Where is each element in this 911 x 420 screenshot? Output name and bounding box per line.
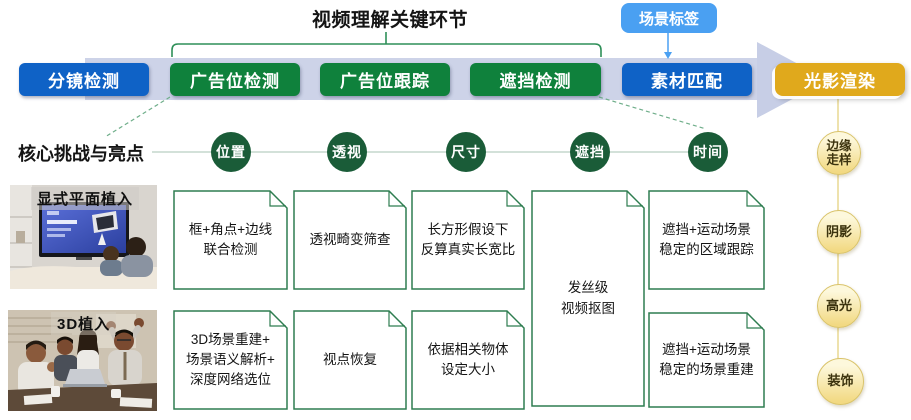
aspect-highlight-circle: 高光 <box>817 284 861 328</box>
folded-corner-shape <box>173 310 288 410</box>
cell-3d-size: 依据相关物体 设定大小 <box>411 310 525 410</box>
cell-planar-perspective: 透视畸变筛查 <box>293 190 407 290</box>
folded-corner-shape <box>411 310 525 410</box>
cell-planar-time: 遮挡+运动场景 稳定的区域跟踪 <box>648 190 765 290</box>
stage-occlusion-detection: 遮挡检测 <box>470 63 601 96</box>
cell-3d-perspective: 视点恢复 <box>293 310 407 410</box>
stage-adslot-detection: 广告位检测 <box>170 63 300 96</box>
stage-shot-detection: 分镜检测 <box>19 63 149 96</box>
aspect-edge-aliasing-circle: 边缘 走样 <box>817 131 861 175</box>
folded-corner-shape <box>411 190 525 290</box>
dashed-line-detection-to-challenges <box>104 96 171 138</box>
cell-3d-position: 3D场景重建+ 场景语义解析+ 深度网络选位 <box>173 310 288 410</box>
photo-planar-insertion-label: 显式平面植入 <box>31 187 140 210</box>
cell-planar-size: 长方形假设下 反算真实长宽比 <box>411 190 525 290</box>
meeting-scene-illustration <box>8 310 157 411</box>
folded-corner-shape <box>648 312 765 408</box>
cell-planar-position: 框+角点+边线 联合检测 <box>173 190 288 290</box>
cell-3d-time: 遮挡+运动场景 稳定的场景重建 <box>648 312 765 408</box>
aspect-decoration-circle: 装饰 <box>817 358 864 405</box>
stage-adslot-tracking: 广告位跟踪 <box>320 63 450 96</box>
brace-icon <box>171 43 602 57</box>
challenge-time-circle: 时间 <box>688 132 728 172</box>
cell-video-matting: 发丝级 视频抠图 <box>531 190 645 407</box>
photo-3d-insertion-label: 3D植入 <box>51 312 117 335</box>
dashed-line-occlusion-to-time <box>598 96 707 130</box>
scene-tag-badge: 场景标签 <box>621 3 717 33</box>
folded-corner-shape <box>648 190 765 290</box>
folded-corner-shape <box>531 190 645 407</box>
challenge-occlusion-circle: 遮挡 <box>570 132 610 172</box>
aspect-shadow-circle: 阴影 <box>817 210 861 254</box>
challenge-position-circle: 位置 <box>211 132 251 172</box>
stage-light-rendering: 光影渲染 <box>775 63 905 96</box>
folded-corner-shape <box>293 190 407 290</box>
challenges-heading: 核心挑战与亮点 <box>18 144 144 164</box>
folded-corner-shape <box>173 190 288 290</box>
challenge-perspective-circle: 透视 <box>327 132 367 172</box>
challenge-size-circle: 尺寸 <box>446 132 486 172</box>
stage-material-matching: 素材匹配 <box>622 63 752 96</box>
photo-3d-insertion <box>8 310 157 411</box>
page-title: 视频理解关键环节 <box>311 10 468 31</box>
folded-corner-shape <box>293 310 407 410</box>
